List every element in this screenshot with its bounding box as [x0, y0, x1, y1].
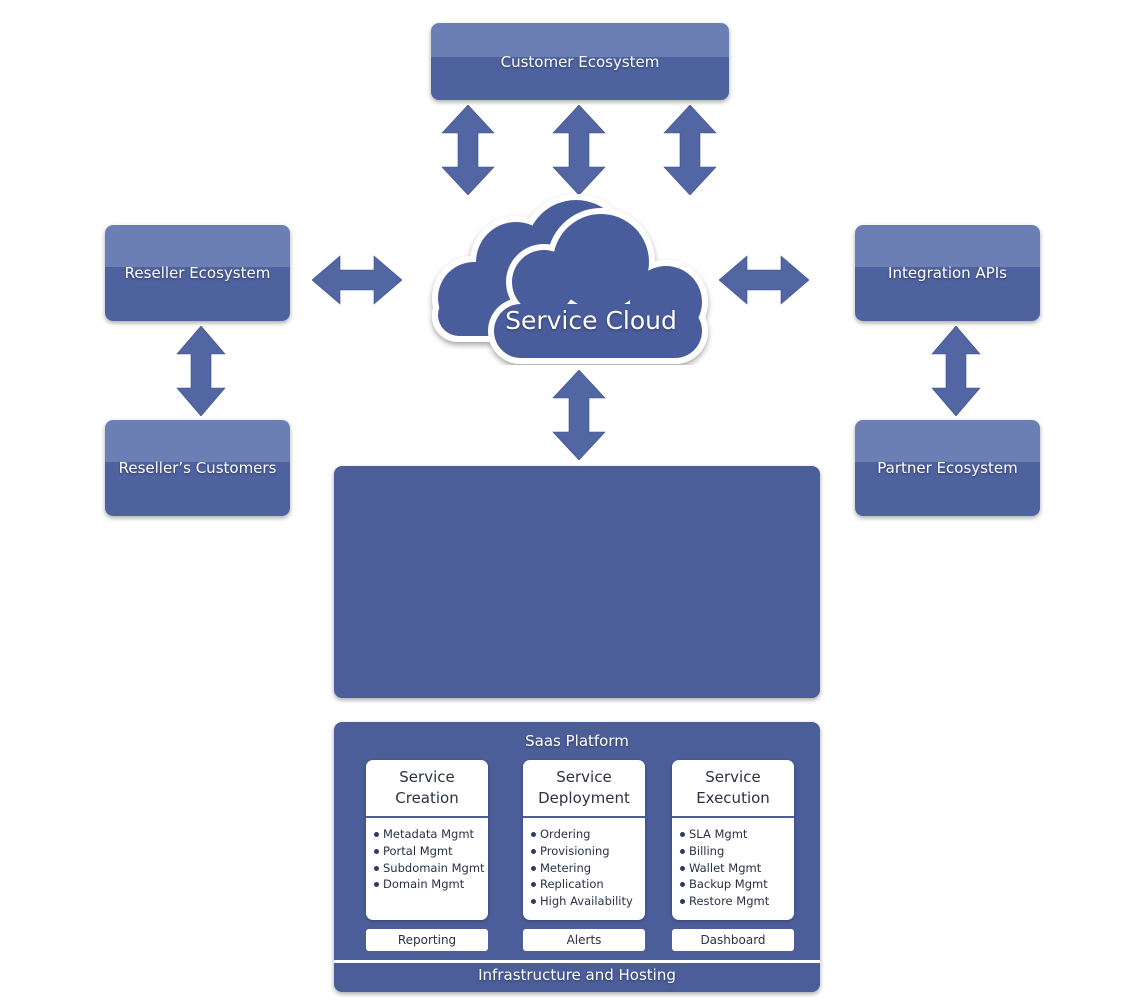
card-title: Service Deployment: [523, 760, 645, 818]
list-item: Provisioning: [531, 843, 645, 860]
double-arrow-vertical-icon: [663, 105, 717, 195]
service-cloud-label: Service Cloud: [505, 306, 677, 335]
list-item: Wallet Mgmt: [680, 860, 794, 877]
list-item: SLA Mgmt: [680, 826, 794, 843]
list-item: Billing: [680, 843, 794, 860]
service-creation-card: Service Creation Metadata Mgmt Portal Mg…: [366, 760, 488, 920]
service-deployment-card: Service Deployment Ordering Provisioning…: [523, 760, 645, 920]
double-arrow-vertical-icon: [931, 326, 981, 416]
alerts-label: Alerts: [523, 929, 645, 951]
service-cloud: Service Cloud: [426, 190, 716, 365]
list-item: Backup Mgmt: [680, 876, 794, 893]
list-item: Metadata Mgmt: [374, 826, 488, 843]
list-item: Restore Mgmt: [680, 893, 794, 910]
customer-ecosystem-node: Customer Ecosystem: [431, 23, 729, 100]
double-arrow-vertical-icon: [176, 326, 226, 416]
infrastructure-label: Infrastructure and Hosting: [478, 966, 676, 984]
divider: [334, 960, 820, 963]
list-item: Metering: [531, 860, 645, 877]
double-arrow-horizontal-icon: [312, 255, 402, 305]
double-arrow-vertical-icon: [441, 105, 495, 195]
customer-ecosystem-label: Customer Ecosystem: [500, 52, 660, 71]
dashboard-label: Dashboard: [672, 929, 794, 951]
list-item: Portal Mgmt: [374, 843, 488, 860]
card-list: SLA Mgmt Billing Wallet Mgmt Backup Mgmt…: [672, 818, 794, 910]
card-list: Ordering Provisioning Metering Replicati…: [523, 818, 645, 910]
service-execution-card: Service Execution SLA Mgmt Billing Walle…: [672, 760, 794, 920]
list-item: Replication: [531, 876, 645, 893]
card-list: Metadata Mgmt Portal Mgmt Subdomain Mgmt…: [366, 818, 488, 893]
reporting-label: Reporting: [366, 929, 488, 951]
reseller-ecosystem-label: Reseller Ecosystem: [124, 264, 271, 282]
double-arrow-horizontal-icon: [719, 255, 809, 305]
list-item: Ordering: [531, 826, 645, 843]
card-title: Service Execution: [672, 760, 794, 818]
platform-title: Saas Platform: [525, 732, 629, 750]
card-title: Service Creation: [366, 760, 488, 818]
double-arrow-vertical-icon: [552, 370, 606, 460]
list-item: Subdomain Mgmt: [374, 860, 488, 877]
saas-platform-panel: Saas Platform Service Creation Metadata …: [334, 722, 820, 992]
integration-apis-label: Integration APIs: [888, 264, 1007, 282]
double-arrow-vertical-icon: [552, 105, 606, 195]
cloud-icon: [432, 194, 708, 364]
list-item: Domain Mgmt: [374, 876, 488, 893]
partner-ecosystem-node: Partner Ecosystem: [855, 420, 1040, 516]
resellers-customers-node: Reseller’s Customers: [105, 420, 290, 516]
blank-panel: [334, 466, 820, 698]
partner-ecosystem-label: Partner Ecosystem: [877, 459, 1018, 477]
reseller-ecosystem-node: Reseller Ecosystem: [105, 225, 290, 321]
integration-apis-node: Integration APIs: [855, 225, 1040, 321]
list-item: High Availability: [531, 893, 645, 910]
resellers-customers-label: Reseller’s Customers: [118, 459, 277, 477]
